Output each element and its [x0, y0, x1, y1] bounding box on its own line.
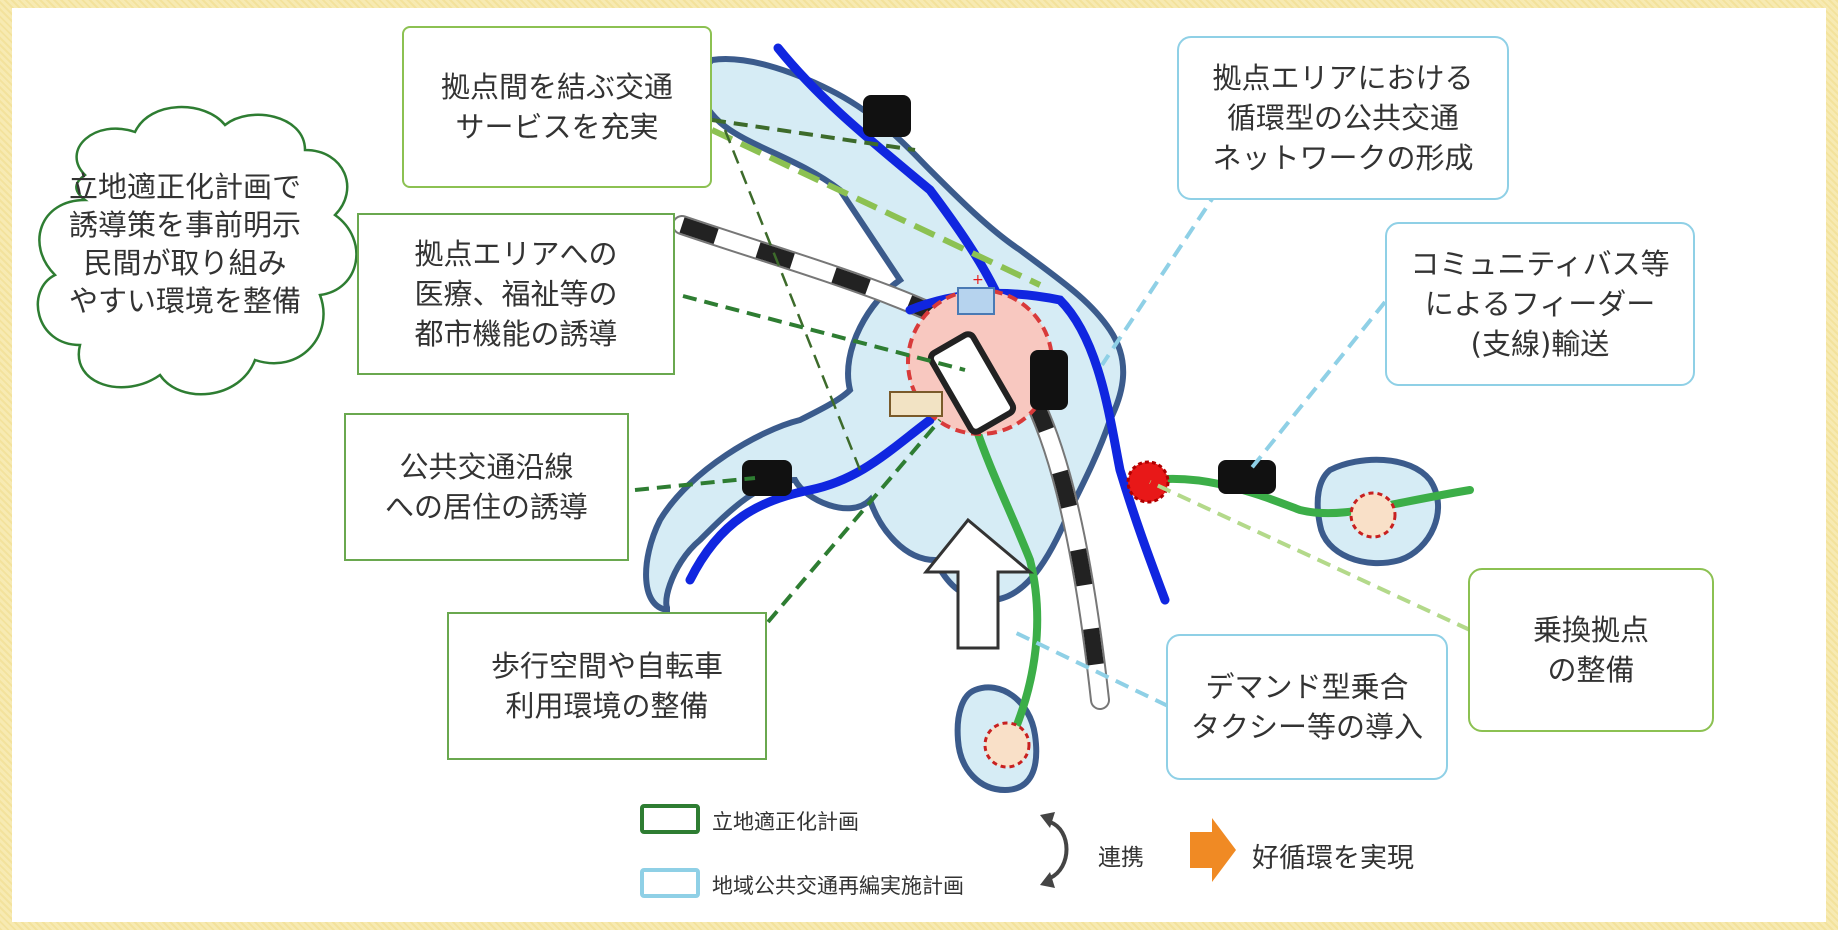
cooperation-arrow-head-top — [1040, 812, 1055, 828]
legend-label-result: 好循環を実現 — [1252, 843, 1414, 874]
callout-walking: 歩行空間や自転車 利用環境の整備 — [447, 612, 767, 760]
cloud-callout-text: 立地適正化計画で 誘導策を事前明示 民間が取り組み やすい環境を整備 — [68, 170, 301, 318]
legend-label-location-plan: 立地適正化計画 — [712, 810, 859, 834]
callout-residence: 公共交通沿線 への居住の誘導 — [344, 413, 629, 561]
legend-swatch-transit-plan — [640, 868, 700, 898]
redacted-marks — [742, 95, 1276, 496]
up-arrow — [922, 517, 1035, 650]
callout-transfer-hub: 乗換拠点 の整備 — [1468, 568, 1714, 732]
orange-arrow-icon — [1190, 818, 1236, 882]
callout-induce-functions: 拠点エリアへの 医療、福祉等の 都市機能の誘導 — [357, 213, 675, 375]
transfer-hub-marker — [1126, 460, 1170, 504]
callout-demand-taxi: デマンド型乗合 タクシー等の導入 — [1166, 634, 1448, 780]
cooperation-arrow-head-bottom — [1040, 872, 1055, 888]
feeder-routes — [971, 421, 1474, 734]
satellite-hubs — [983, 491, 1397, 769]
cooperation-arrows-icon — [1048, 820, 1069, 880]
leader-lines — [634, 118, 1471, 708]
cloud-shape — [36, 105, 358, 396]
svg-text:+: + — [972, 272, 984, 288]
legend-label-transit-plan: 地域公共交通再編実施計画 — [712, 874, 964, 898]
core-area: + — [889, 272, 1054, 436]
callout-community-bus: コミュニティバス等 によるフィーダー (支線)輸送 — [1385, 222, 1695, 386]
callout-connect-services: 拠点間を結ぶ交通 サービスを充実 — [402, 26, 712, 188]
main-service-area — [643, 56, 1127, 613]
callout-circular-network: 拠点エリアにおける 循環型の公共交通 ネットワークの形成 — [1177, 36, 1509, 200]
legend-label-cooperation: 連携 — [1098, 845, 1144, 871]
legend-swatch-location-plan — [640, 804, 700, 834]
